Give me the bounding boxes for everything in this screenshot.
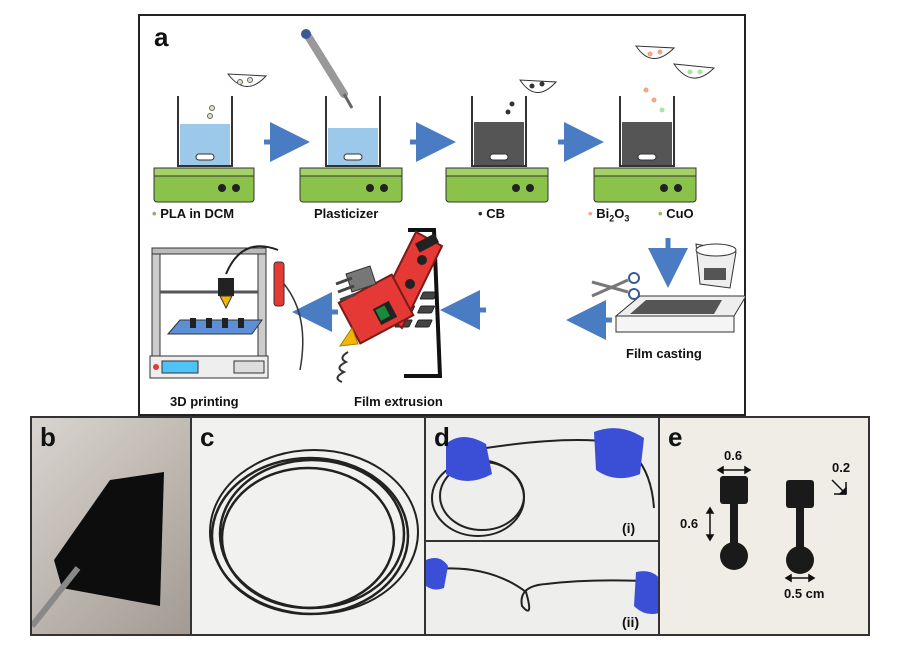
panel-e-photo: e 0.6 0.6 0.2 0.5 cm (658, 416, 870, 636)
beaker-bi2o3-cuo-icon (593, 45, 716, 203)
label-plasticizer: Plasticizer (314, 206, 379, 221)
panel-b-photo: b (30, 416, 192, 636)
beaker-pla-icon (153, 73, 268, 203)
panel-d-i-photo: d (i) (424, 416, 660, 542)
label-film-extrusion: Film extrusion (354, 394, 443, 409)
film-casting-icon (614, 243, 746, 333)
label-cuo: • CuO (658, 206, 694, 221)
label-film-casting: Film casting (626, 346, 702, 361)
panel-b-letter: b (40, 422, 56, 452)
panel-d-label-i: (i) (622, 520, 636, 536)
panel-d-label-ii: (ii) (622, 614, 640, 630)
label-3d-printing: 3D printing (170, 394, 239, 409)
panel-c-photo: c (190, 416, 426, 636)
dimension-thickness-label: 0.2 (832, 460, 851, 475)
panel-a-illustration (149, 29, 746, 383)
label-pla-in-dcm: • PLA in DCM (152, 206, 235, 221)
beaker-plasticizer-icon (299, 29, 403, 203)
extruder-icon (335, 228, 444, 383)
panel-d-letter: d (434, 422, 450, 452)
beaker-cb-icon (445, 79, 558, 203)
3d-printer-icon (149, 245, 304, 379)
panel-e-letter: e (668, 422, 683, 452)
panel-a-schematic: a (138, 14, 746, 416)
panel-d-ii-photo: (ii) (424, 540, 660, 636)
dimension-top-label: 0.6 (724, 448, 743, 463)
panel-a-letter: a (154, 22, 169, 52)
label-cb: • CB (478, 206, 505, 221)
dimension-bottom-label: 0.5 cm (784, 586, 825, 601)
label-bi2o3: • Bi2O3 (588, 206, 630, 224)
scissors-icon (591, 272, 640, 300)
panel-c-letter: c (200, 422, 215, 452)
dimension-left-label: 0.6 (680, 516, 699, 531)
